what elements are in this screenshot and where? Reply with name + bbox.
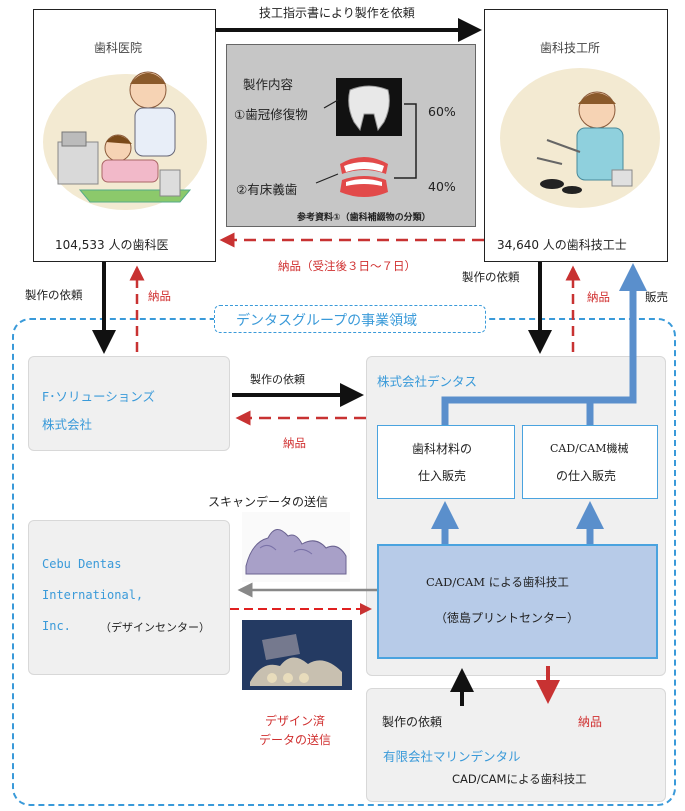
- print-center-line1: CAD/CAM による歯科技工: [426, 575, 569, 589]
- dentist-illustration: [40, 62, 210, 212]
- f-solutions-name-2: 株式会社: [42, 417, 93, 432]
- design-data-image: [242, 620, 352, 690]
- marine-desc: CAD/CAMによる歯科技工: [452, 772, 587, 786]
- materials-line1: 歯科材料の: [412, 442, 473, 456]
- f-solutions-box: [28, 356, 230, 451]
- print-center-box: [377, 544, 658, 659]
- print-center-line2: （徳島プリントセンター）: [435, 611, 580, 625]
- denture-pointer: [315, 173, 339, 184]
- mid-order-label: 製作の依頼: [250, 373, 305, 386]
- denture-image: [336, 150, 392, 200]
- marine-order-label: 製作の依頼: [382, 715, 443, 729]
- panel-reference: 参考資料①（歯科補綴物の分類）: [297, 213, 431, 223]
- left-delivery-label: 納品: [148, 289, 171, 303]
- right-order-label: 製作の依頼: [462, 270, 520, 284]
- cebu-box: [28, 520, 230, 675]
- f-solutions-name-1: F･ソリューションズ: [42, 389, 155, 404]
- lab-title: 歯科技工所: [540, 41, 601, 55]
- clinic-title: 歯科医院: [94, 41, 143, 55]
- scan-data-label: スキャンデータの送信: [208, 495, 329, 509]
- cebu-sub: （デザインセンター）: [100, 621, 210, 634]
- percent-bracket: [394, 103, 417, 179]
- mid-delivery-label: 納品: [283, 436, 306, 450]
- technician-illustration: [492, 60, 662, 210]
- design-sent-line1: デザイン済: [265, 714, 326, 728]
- sales-label: 販売: [645, 290, 668, 304]
- marine-dental-box: [366, 688, 666, 802]
- crown-pointer: [323, 99, 339, 109]
- cadcam-line1: CAD/CAM機械: [550, 442, 629, 455]
- materials-sales-box: [377, 425, 515, 499]
- panel-item-crown: ①歯冠修復物: [234, 107, 308, 122]
- left-order-label: 製作の依頼: [25, 288, 83, 302]
- cadcam-line2: の仕入販売: [556, 469, 617, 483]
- panel-percent-crown: 60%: [428, 104, 456, 119]
- panel-heading: 製作内容: [243, 77, 294, 92]
- cadcam-sales-box: [522, 425, 658, 499]
- group-domain-label-box: [214, 305, 486, 333]
- lab-technician-count: 34,640 人の歯科技工士: [497, 238, 627, 252]
- marine-name: 有限会社マリンデンタル: [383, 749, 521, 764]
- delivery-top-label: 納品（受注後３日～７日）: [278, 259, 416, 273]
- dentas-name: 株式会社デンタス: [377, 374, 478, 389]
- scan-data-image: [242, 512, 350, 582]
- design-sent-line2: データの送信: [259, 733, 332, 747]
- clinic-dentist-count: 104,533 人の歯科医: [55, 238, 169, 252]
- right-delivery-label: 納品: [587, 290, 610, 304]
- cebu-line3: Inc.: [42, 619, 71, 633]
- cebu-line1: Cebu Dentas: [42, 557, 122, 571]
- panel-item-denture: ②有床義歯: [236, 182, 298, 197]
- tooth-image: [336, 78, 402, 136]
- materials-line2: 仕入販売: [418, 469, 467, 483]
- cebu-line2: International,: [42, 588, 144, 602]
- sales-arrow: [441, 263, 647, 425]
- top-order-label: 技工指示書により製作を依頼: [259, 6, 415, 20]
- group-domain-label: デンタスグループの事業領域: [236, 313, 418, 329]
- panel-percent-denture: 40%: [428, 179, 456, 194]
- marine-delivery-label: 納品: [578, 715, 603, 729]
